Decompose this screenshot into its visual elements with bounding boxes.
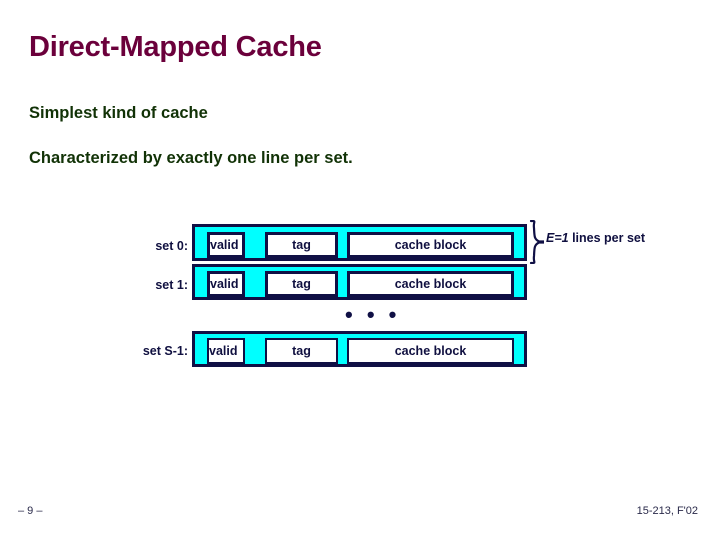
set-label-0: set 0:: [155, 239, 188, 253]
set-label-1-wrap: set 1:: [68, 276, 188, 294]
set-label-2-wrap: set S-1:: [68, 342, 188, 360]
tag-cell-0: tag: [265, 232, 338, 258]
set-label-2: set S-1:: [142, 344, 188, 358]
annotation-rest: lines per set: [568, 231, 646, 245]
cache-set-row-0: valid tag cache block: [192, 224, 527, 261]
bullet-item-1: Simplest kind of cache: [29, 104, 208, 122]
page-title: Direct-Mapped Cache: [29, 31, 322, 63]
valid-bit-cell-1: valid: [207, 271, 245, 297]
lines-per-set-annotation: E=1 lines per set: [546, 231, 645, 245]
valid-bit-cell-2: valid: [207, 338, 245, 364]
cache-block-cell-1: cache block: [347, 271, 514, 297]
tag-cell-2: tag: [265, 338, 338, 364]
set-label-0-wrap: set 0:: [68, 237, 188, 255]
tag-cell-1: tag: [265, 271, 338, 297]
cache-set-row-2: valid tag cache block: [192, 331, 527, 367]
cache-set-row-1: valid tag cache block: [192, 264, 527, 300]
bullet-item-2: Characterized by exactly one line per se…: [29, 149, 353, 167]
valid-bit-cell-0: valid: [207, 232, 245, 258]
set-label-1: set 1:: [155, 278, 188, 292]
cache-block-cell-0: cache block: [347, 232, 514, 258]
footer-course-label: 15-213, F'02: [636, 505, 698, 517]
cache-block-cell-2: cache block: [347, 338, 514, 364]
annotation-emphasis: E=1: [546, 231, 569, 245]
curly-brace-icon: [529, 220, 544, 264]
footer-page-number: – 9 –: [18, 505, 43, 517]
ellipsis-dots: • • •: [345, 302, 401, 327]
